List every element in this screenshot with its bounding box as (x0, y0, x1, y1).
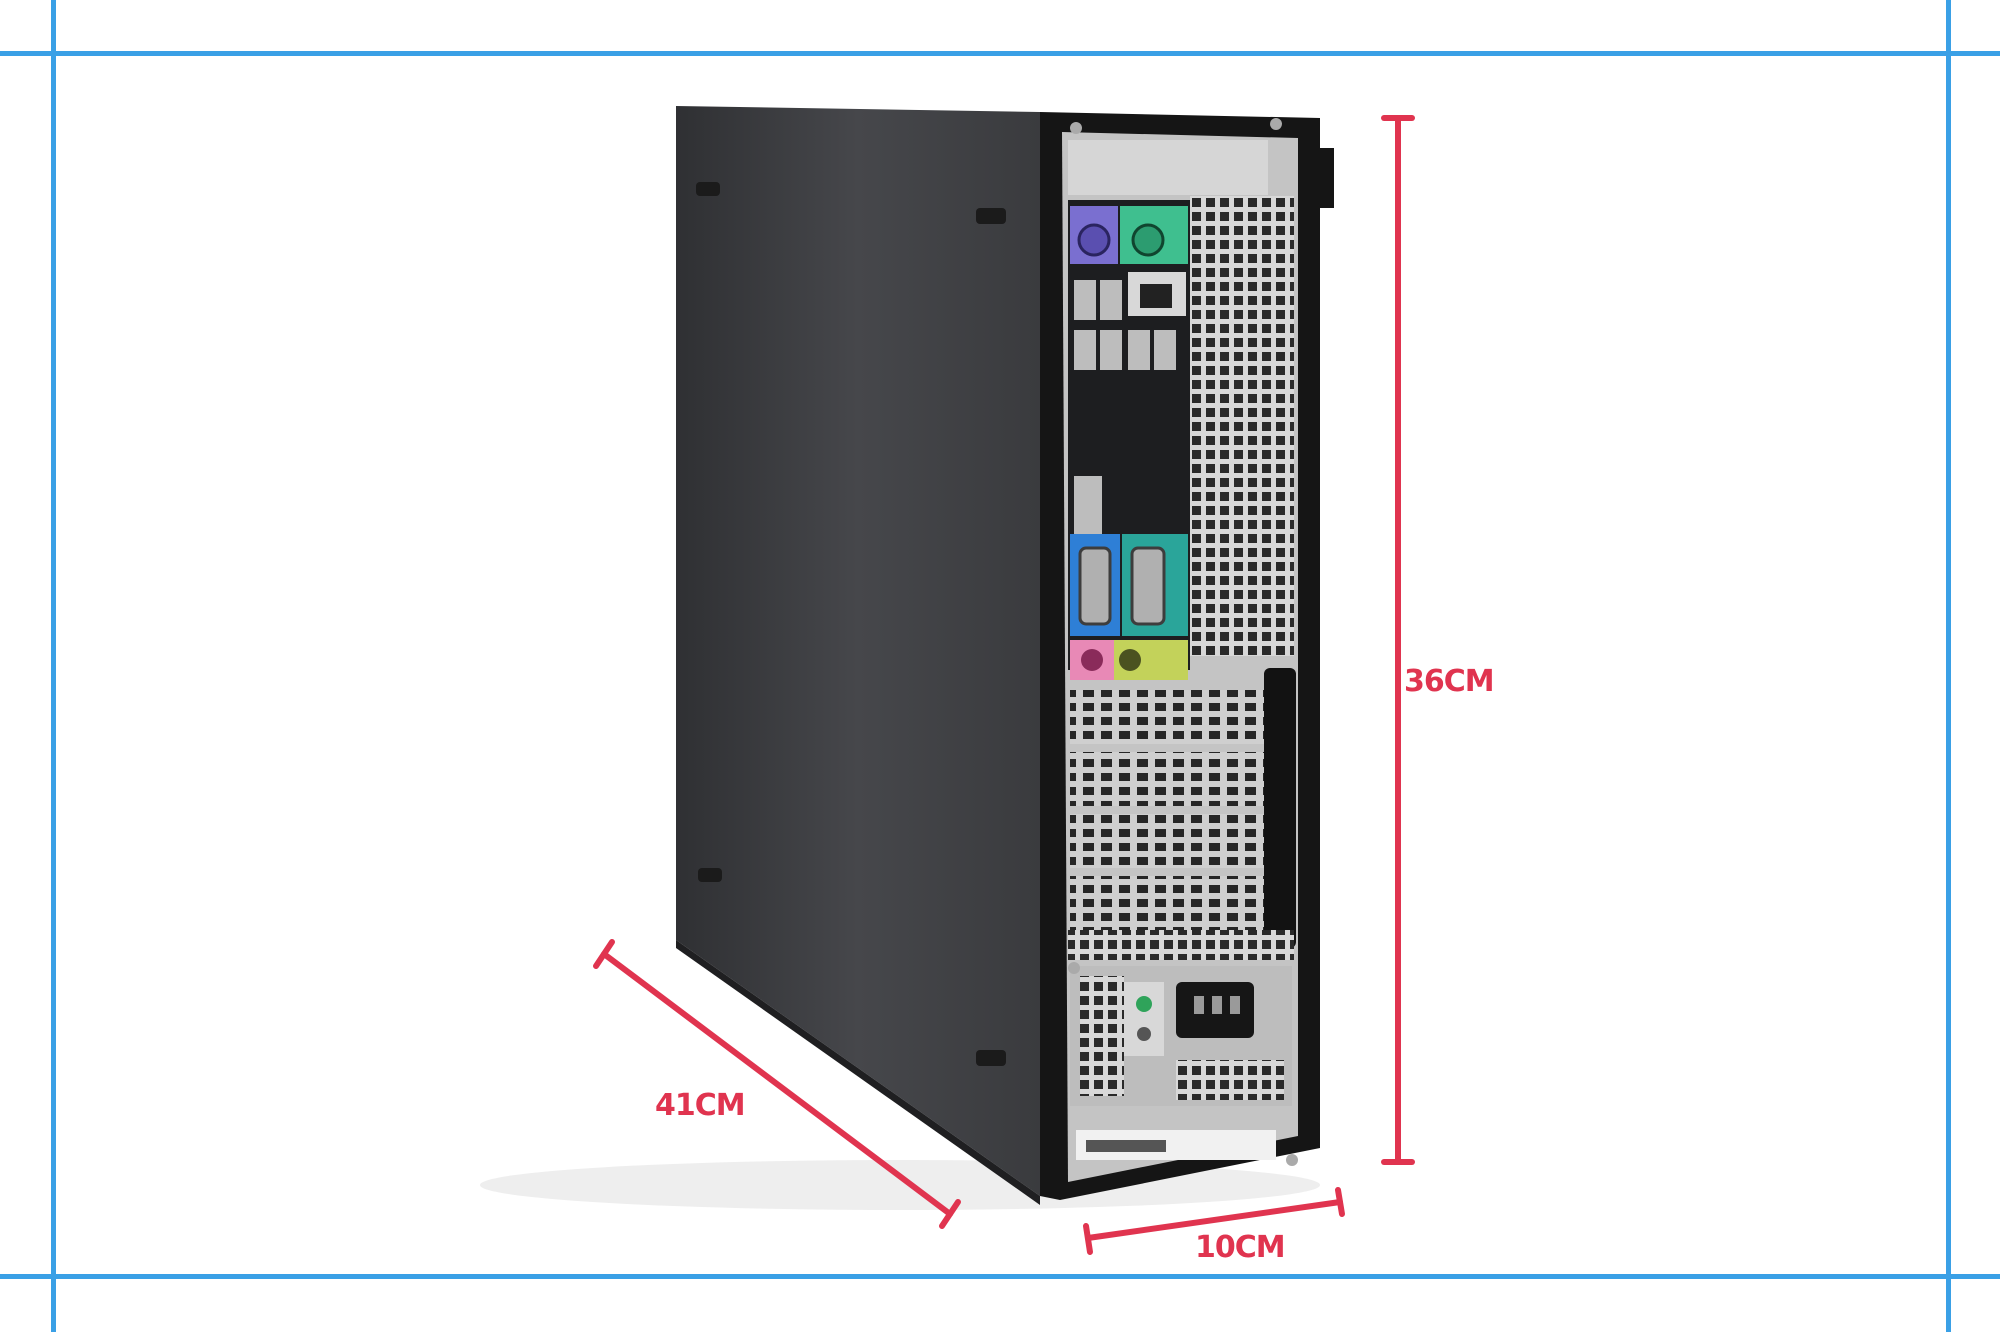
slot-bracket-bar (1264, 668, 1296, 948)
psu-vent (1080, 976, 1124, 1096)
displayport (1074, 476, 1102, 534)
computer-case (676, 106, 1334, 1205)
screw (1068, 962, 1080, 974)
case-foot (696, 182, 720, 196)
usb-port (1100, 280, 1122, 320)
latch (1300, 148, 1334, 208)
expansion-slots (1068, 668, 1296, 960)
dimension-width (1083, 1187, 1345, 1255)
case-foot (976, 1050, 1006, 1066)
usb-port (1074, 330, 1096, 370)
usb-port (1074, 280, 1096, 320)
vga-port (1078, 546, 1112, 626)
height-label: 36CM (1404, 664, 1495, 699)
audio-mic-jack (1081, 649, 1103, 671)
expansion-slot (1070, 690, 1270, 744)
audio-line-jack (1119, 649, 1141, 671)
io-panel (1068, 200, 1190, 680)
psu-led (1136, 996, 1152, 1012)
guide-line-right (1946, 0, 1951, 1332)
usb-port (1154, 330, 1176, 370)
barcode (1086, 1140, 1166, 1152)
vent-grille-upper (1190, 196, 1294, 656)
case-foot (698, 868, 722, 882)
dimension-height (1381, 115, 1415, 1165)
screw (1070, 122, 1082, 134)
dimension-depth (593, 939, 961, 1229)
screw (1270, 118, 1282, 130)
case-bottom-edge (676, 940, 1040, 1205)
width-label: 10CM (1195, 1230, 1286, 1265)
guide-line-bottom (0, 1274, 2000, 1279)
guide-line-left (51, 0, 56, 1332)
expansion-slot (1070, 876, 1270, 930)
guide-line-top (0, 51, 2000, 56)
vent-grille-lower (1068, 930, 1294, 960)
depth-label: 41CM (655, 1088, 746, 1123)
expansion-slot (1070, 752, 1270, 806)
psu-test-panel (1124, 982, 1164, 1056)
serial-port (1130, 546, 1166, 626)
screw (1286, 1154, 1298, 1166)
case-foot (976, 208, 1006, 224)
power-supply (1070, 966, 1292, 1106)
expansion-slot (1070, 814, 1270, 868)
psu-vent (1176, 1060, 1284, 1100)
psu-test-button (1137, 1027, 1151, 1041)
usb-port (1128, 330, 1150, 370)
usb-port (1100, 330, 1122, 370)
top-bracket (1068, 140, 1268, 195)
case-side-panel (676, 106, 1040, 1196)
